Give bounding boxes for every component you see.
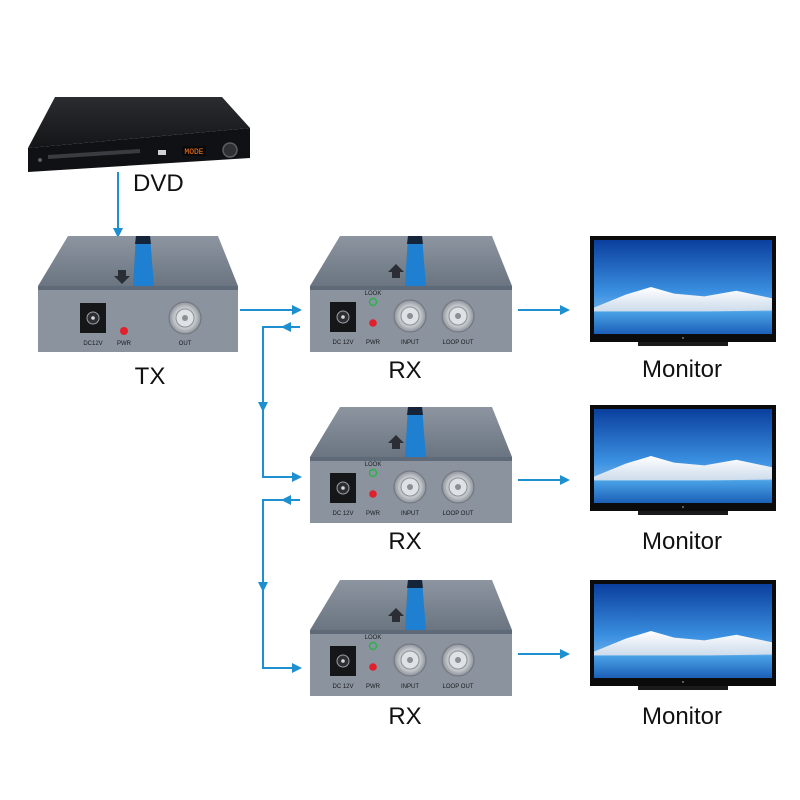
tx-out-label: OUT bbox=[179, 341, 192, 347]
rx-led-label: PWR bbox=[366, 511, 381, 517]
rx-label-2: RX bbox=[388, 528, 422, 555]
dvd-label: DVD bbox=[133, 170, 184, 197]
rx-power-led bbox=[369, 319, 377, 327]
rx-bnc-input-label: INPUT bbox=[401, 340, 419, 346]
tx-stripe-cap bbox=[135, 236, 151, 244]
dvd-ir-sensor bbox=[38, 158, 42, 162]
rx-dc-label: DC 12V bbox=[332, 340, 353, 346]
dvd-top-face bbox=[28, 97, 250, 148]
receiver-box-3: DC 12V LOOK PWR INPUT LOOP OUT bbox=[310, 580, 512, 696]
receiver-boxes: DC 12V LOOK PWR INPUT LOOP OUT DC 12V LOOK PWR I… bbox=[310, 236, 512, 696]
tx-stripe bbox=[133, 236, 154, 286]
monitor-label-3: Monitor bbox=[641, 703, 723, 730]
monitor-1 bbox=[590, 236, 776, 346]
connector-rx1-rx2 bbox=[262, 326, 300, 478]
tx-dc-label: DC12V bbox=[83, 341, 102, 347]
rx-stripe bbox=[405, 407, 426, 457]
monitor-stand bbox=[638, 342, 728, 346]
monitor-stand bbox=[638, 511, 728, 515]
monitors bbox=[590, 236, 776, 690]
rx-bnc-loop-out-label: LOOP OUT bbox=[443, 684, 474, 690]
rx-stripe bbox=[405, 580, 426, 630]
rx-bnc-loop-out-label: LOOP OUT bbox=[443, 511, 474, 517]
rx-arrow-up-icon bbox=[388, 264, 404, 278]
rx-label-3: RX bbox=[388, 703, 422, 730]
dvd-power-knob bbox=[222, 142, 238, 158]
rx-led-label: PWR bbox=[366, 684, 381, 690]
monitor-label-1: Monitor bbox=[641, 356, 723, 383]
rx-arrow-up-icon bbox=[388, 435, 404, 449]
monitor-mountains bbox=[594, 456, 772, 483]
tx-power-led bbox=[120, 327, 128, 335]
connectors bbox=[113, 172, 570, 673]
dvd-player: MODE bbox=[28, 97, 250, 172]
rx-led-label: PWR bbox=[366, 340, 381, 346]
rx-bnc-input-label: INPUT bbox=[401, 511, 419, 517]
rx-stripe bbox=[405, 236, 426, 286]
receiver-box-1: DC 12V LOOK PWR INPUT LOOP OUT bbox=[310, 236, 512, 352]
rx-bnc-loop-out-label: LOOP OUT bbox=[443, 340, 474, 346]
rx-lock-led bbox=[368, 641, 378, 651]
monitor-label-2: Monitor bbox=[641, 528, 723, 555]
tx-label: TX bbox=[134, 363, 166, 390]
dvd-disc-tray bbox=[48, 149, 140, 159]
dvd-display bbox=[182, 146, 206, 156]
monitor-stand bbox=[638, 686, 728, 690]
rx-arrow-up-icon bbox=[388, 608, 404, 622]
tx-led-label: PWR bbox=[117, 341, 132, 347]
rx-lock-label: LOOK bbox=[365, 635, 382, 641]
rx-lock-label: LOOK bbox=[365, 462, 382, 468]
tx-front-panel bbox=[38, 286, 238, 352]
rx-dc-label: DC 12V bbox=[332, 511, 353, 517]
rx-power-led bbox=[369, 663, 377, 671]
monitor-mountains bbox=[594, 287, 772, 314]
rx-bnc-input-label: INPUT bbox=[401, 684, 419, 690]
dvd-display-text: MODE bbox=[184, 148, 203, 157]
monitor-mountains bbox=[594, 631, 772, 658]
connector-rx2-rx3 bbox=[262, 499, 300, 669]
transmitter-box: DC12V PWR OUT bbox=[38, 236, 238, 352]
rx-lock-led bbox=[368, 297, 378, 307]
tx-arrow-down-icon bbox=[114, 270, 130, 284]
rx-label-1: RX bbox=[388, 357, 422, 384]
monitor-3 bbox=[590, 580, 776, 690]
rx-dc-label: DC 12V bbox=[332, 684, 353, 690]
monitor-2 bbox=[590, 405, 776, 515]
usb-port-icon bbox=[158, 150, 166, 155]
rx-lock-led bbox=[368, 468, 378, 478]
receiver-box-2: DC 12V LOOK PWR INPUT LOOP OUT bbox=[310, 407, 512, 523]
rx-power-led bbox=[369, 490, 377, 498]
rx-lock-label: LOOK bbox=[365, 291, 382, 297]
